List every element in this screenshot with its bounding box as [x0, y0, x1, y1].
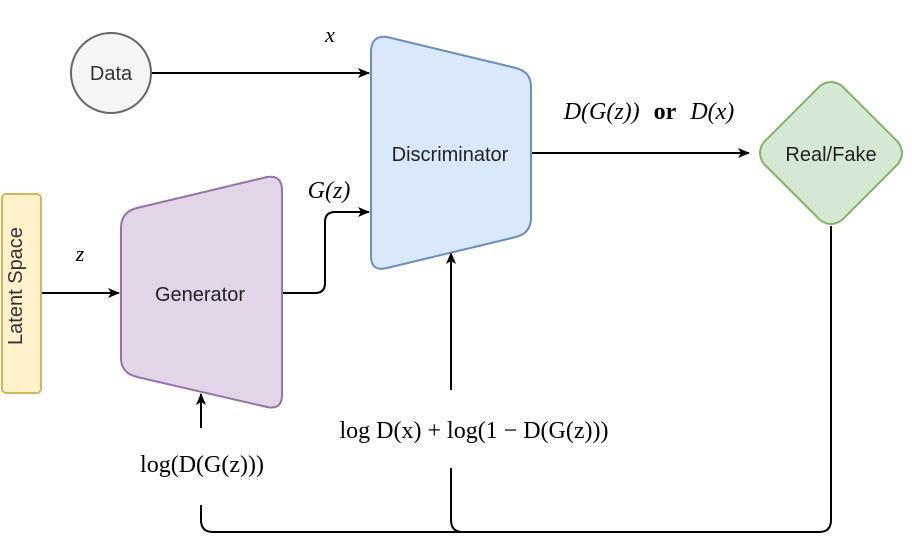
- g-of-z-label: G(z): [308, 178, 351, 204]
- edge-generator-to-discriminator: [282, 207, 370, 294]
- z-label: z: [75, 241, 85, 266]
- d-of-x-text: D(x): [689, 99, 734, 125]
- latent-space-node: Latent Space: [1, 193, 42, 394]
- discriminator-node: Discriminator: [370, 35, 532, 270]
- x-label: x: [324, 22, 335, 47]
- data-node: Data: [70, 32, 152, 114]
- generator-loss-label: log(D(G(z))): [140, 452, 264, 478]
- discriminator-label: Discriminator: [392, 144, 509, 166]
- edge-feedback-bottom: [200, 226, 832, 533]
- latent-space-label: Latent Space: [5, 227, 27, 345]
- discriminator-loss-label: log D(x) + log(1 − D(G(z))): [340, 418, 609, 444]
- real-fake-node: Real/Fake: [759, 81, 903, 225]
- data-node-label: Data: [90, 63, 133, 85]
- generator-label: Generator: [155, 284, 245, 306]
- discriminator-output-label: D(G(z)) or D(x): [563, 99, 735, 125]
- or-text: or: [654, 99, 677, 125]
- real-fake-label: Real/Fake: [785, 144, 876, 166]
- generator-node: Generator: [120, 175, 283, 409]
- d-of-g-of-z-text: D(G(z)): [563, 99, 640, 125]
- edge-feedback-branch: [450, 468, 464, 533]
